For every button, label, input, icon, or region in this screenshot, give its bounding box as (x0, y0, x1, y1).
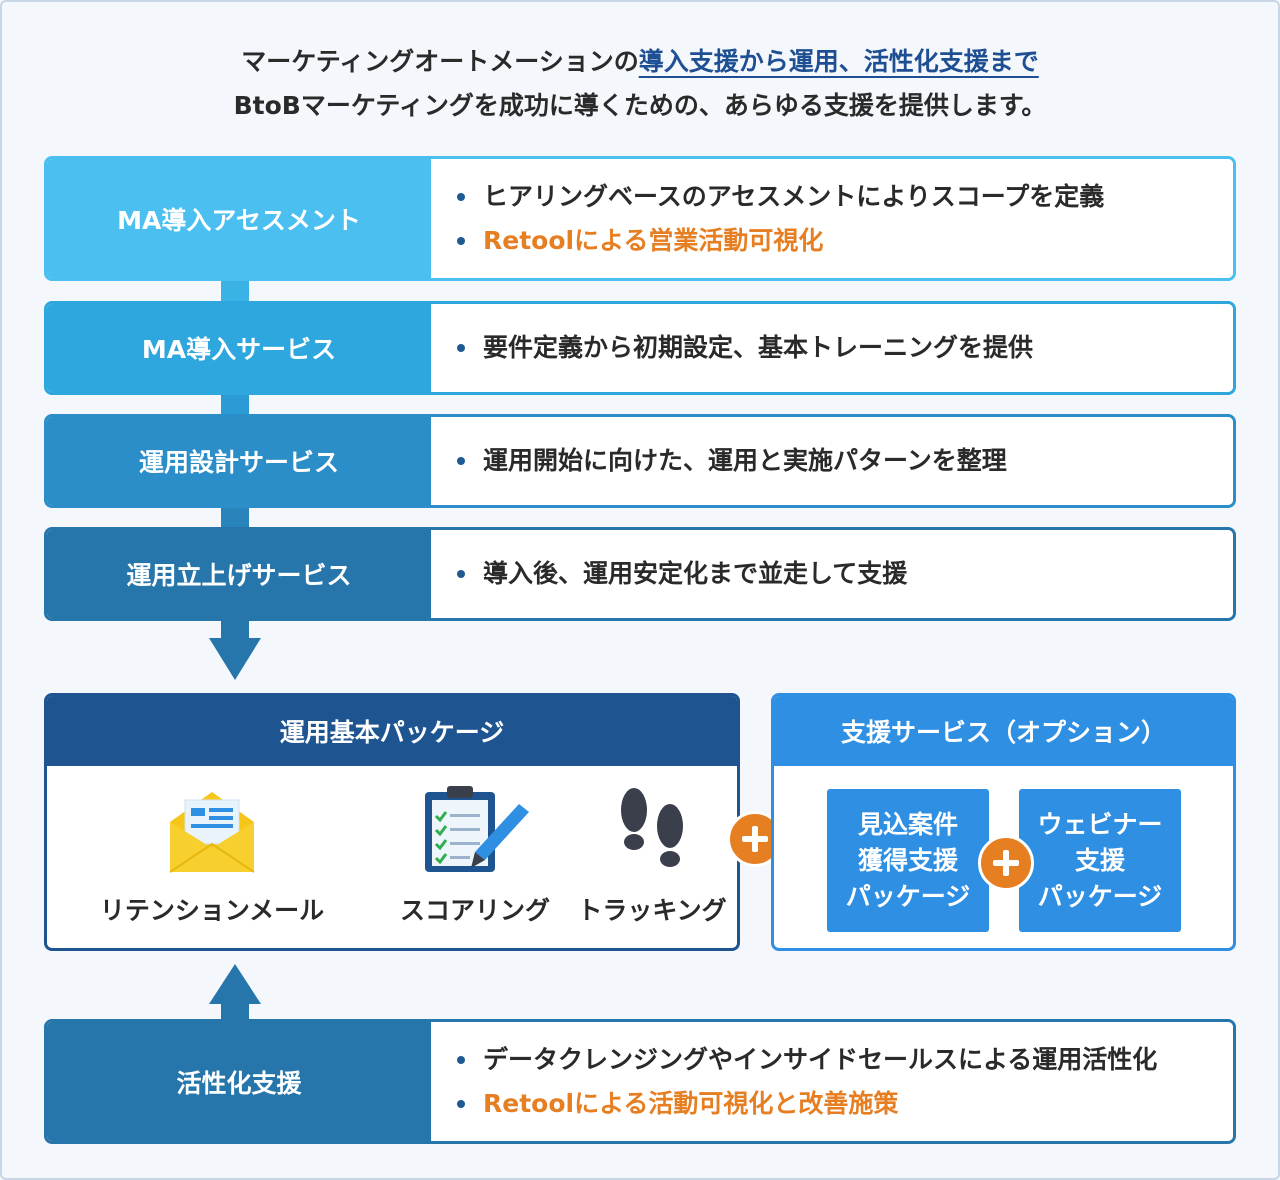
clipboard-icon (425, 786, 529, 872)
headline: マーケティングオートメーションの導入支援から運用、活性化支援まで BtoBマーケ… (0, 40, 1280, 128)
footprints-icon (621, 788, 683, 867)
activation-label: 活性化支援 (47, 1022, 431, 1141)
option-box-line: パッケージ (1037, 881, 1163, 911)
headline-line-2: BtoBマーケティングを成功に導くための、あらゆる支援を提供します。 (233, 91, 1047, 120)
option-services-title: 支援サービス（オプション） (774, 696, 1233, 766)
headline-prefix: マーケティングオートメーションの (241, 47, 639, 76)
headline-line-1: マーケティングオートメーションの導入支援から運用、活性化支援まで (0, 40, 1280, 84)
arrow-up-icon (209, 964, 261, 1022)
option-box-line: パッケージ (845, 881, 971, 911)
service-bullet: ヒアリングベースのアセスメントによりスコープを定義 (453, 175, 1233, 219)
activation-content: データクレンジングやインサイドセールスによる運用活性化 Retoolによる活動可… (431, 1022, 1233, 1141)
connector-4 (221, 618, 249, 640)
activation-bullet: データクレンジングやインサイドセールスによる運用活性化 (453, 1038, 1233, 1082)
service-content: 運用開始に向けた、運用と実施パターンを整理 (431, 417, 1233, 505)
mail-icon (169, 792, 255, 873)
connector-2 (221, 392, 249, 418)
headline-highlight: 導入支援から運用、活性化支援まで (638, 47, 1039, 76)
option-box-line: 獲得支援 (857, 845, 958, 875)
service-bullet-highlight: Retoolによる営業活動可視化 (453, 219, 1233, 263)
connector-1 (221, 278, 249, 304)
service-label: 運用立上げサービス (47, 530, 431, 618)
package-item-tracking: トラッキング (532, 786, 737, 925)
service-row-operation-launch: 運用立上げサービス 導入後、運用安定化まで並走して支援 (44, 527, 1236, 621)
basic-package: 運用基本パッケージ リテンションメール (44, 693, 740, 951)
service-content: 導入後、運用安定化まで並走して支援 (431, 530, 1233, 618)
service-content: ヒアリングベースのアセスメントによりスコープを定義 Retoolによる営業活動可… (431, 159, 1233, 278)
package-item-scoring: スコアリング (355, 786, 595, 925)
package-item-label: トラッキング (577, 896, 727, 925)
basic-package-title: 運用基本パッケージ (47, 696, 737, 766)
service-label: MA導入アセスメント (47, 159, 431, 278)
service-row-operation-design: 運用設計サービス 運用開始に向けた、運用と実施パターンを整理 (44, 414, 1236, 508)
package-item-label: リテンションメール (99, 896, 325, 925)
connector-3 (221, 505, 249, 531)
option-box-lead-package: 見込案件 獲得支援 パッケージ (827, 789, 989, 932)
package-item-label: スコアリング (399, 896, 550, 925)
service-content: 要件定義から初期設定、基本トレーニングを提供 (431, 304, 1233, 392)
service-bullet: 要件定義から初期設定、基本トレーニングを提供 (453, 326, 1233, 370)
option-box-line: 支援 (1074, 845, 1125, 875)
activation-row: 活性化支援 データクレンジングやインサイドセールスによる運用活性化 Retool… (44, 1019, 1236, 1144)
service-row-assessment: MA導入アセスメント ヒアリングベースのアセスメントによりスコープを定義 Ret… (44, 156, 1236, 281)
service-bullet: 導入後、運用安定化まで並走して支援 (453, 552, 1233, 596)
option-box-webinar-package: ウェビナー 支援 パッケージ (1019, 789, 1181, 932)
service-label: MA導入サービス (47, 304, 431, 392)
option-box-line: ウェビナー (1037, 809, 1163, 839)
package-item-retention-mail: リテンションメール (92, 786, 332, 925)
option-box-line: 見込案件 (857, 809, 958, 839)
activation-bullet-highlight: Retoolによる活動可視化と改善施策 (453, 1082, 1233, 1126)
service-label: 運用設計サービス (47, 417, 431, 505)
arrow-down-icon (209, 638, 261, 680)
service-row-introduction: MA導入サービス 要件定義から初期設定、基本トレーニングを提供 (44, 301, 1236, 395)
plus-icon (978, 835, 1034, 891)
option-services: 支援サービス（オプション） 見込案件 獲得支援 パッケージ ウェビナー 支援 パ… (771, 693, 1236, 951)
service-bullet: 運用開始に向けた、運用と実施パターンを整理 (453, 439, 1233, 483)
